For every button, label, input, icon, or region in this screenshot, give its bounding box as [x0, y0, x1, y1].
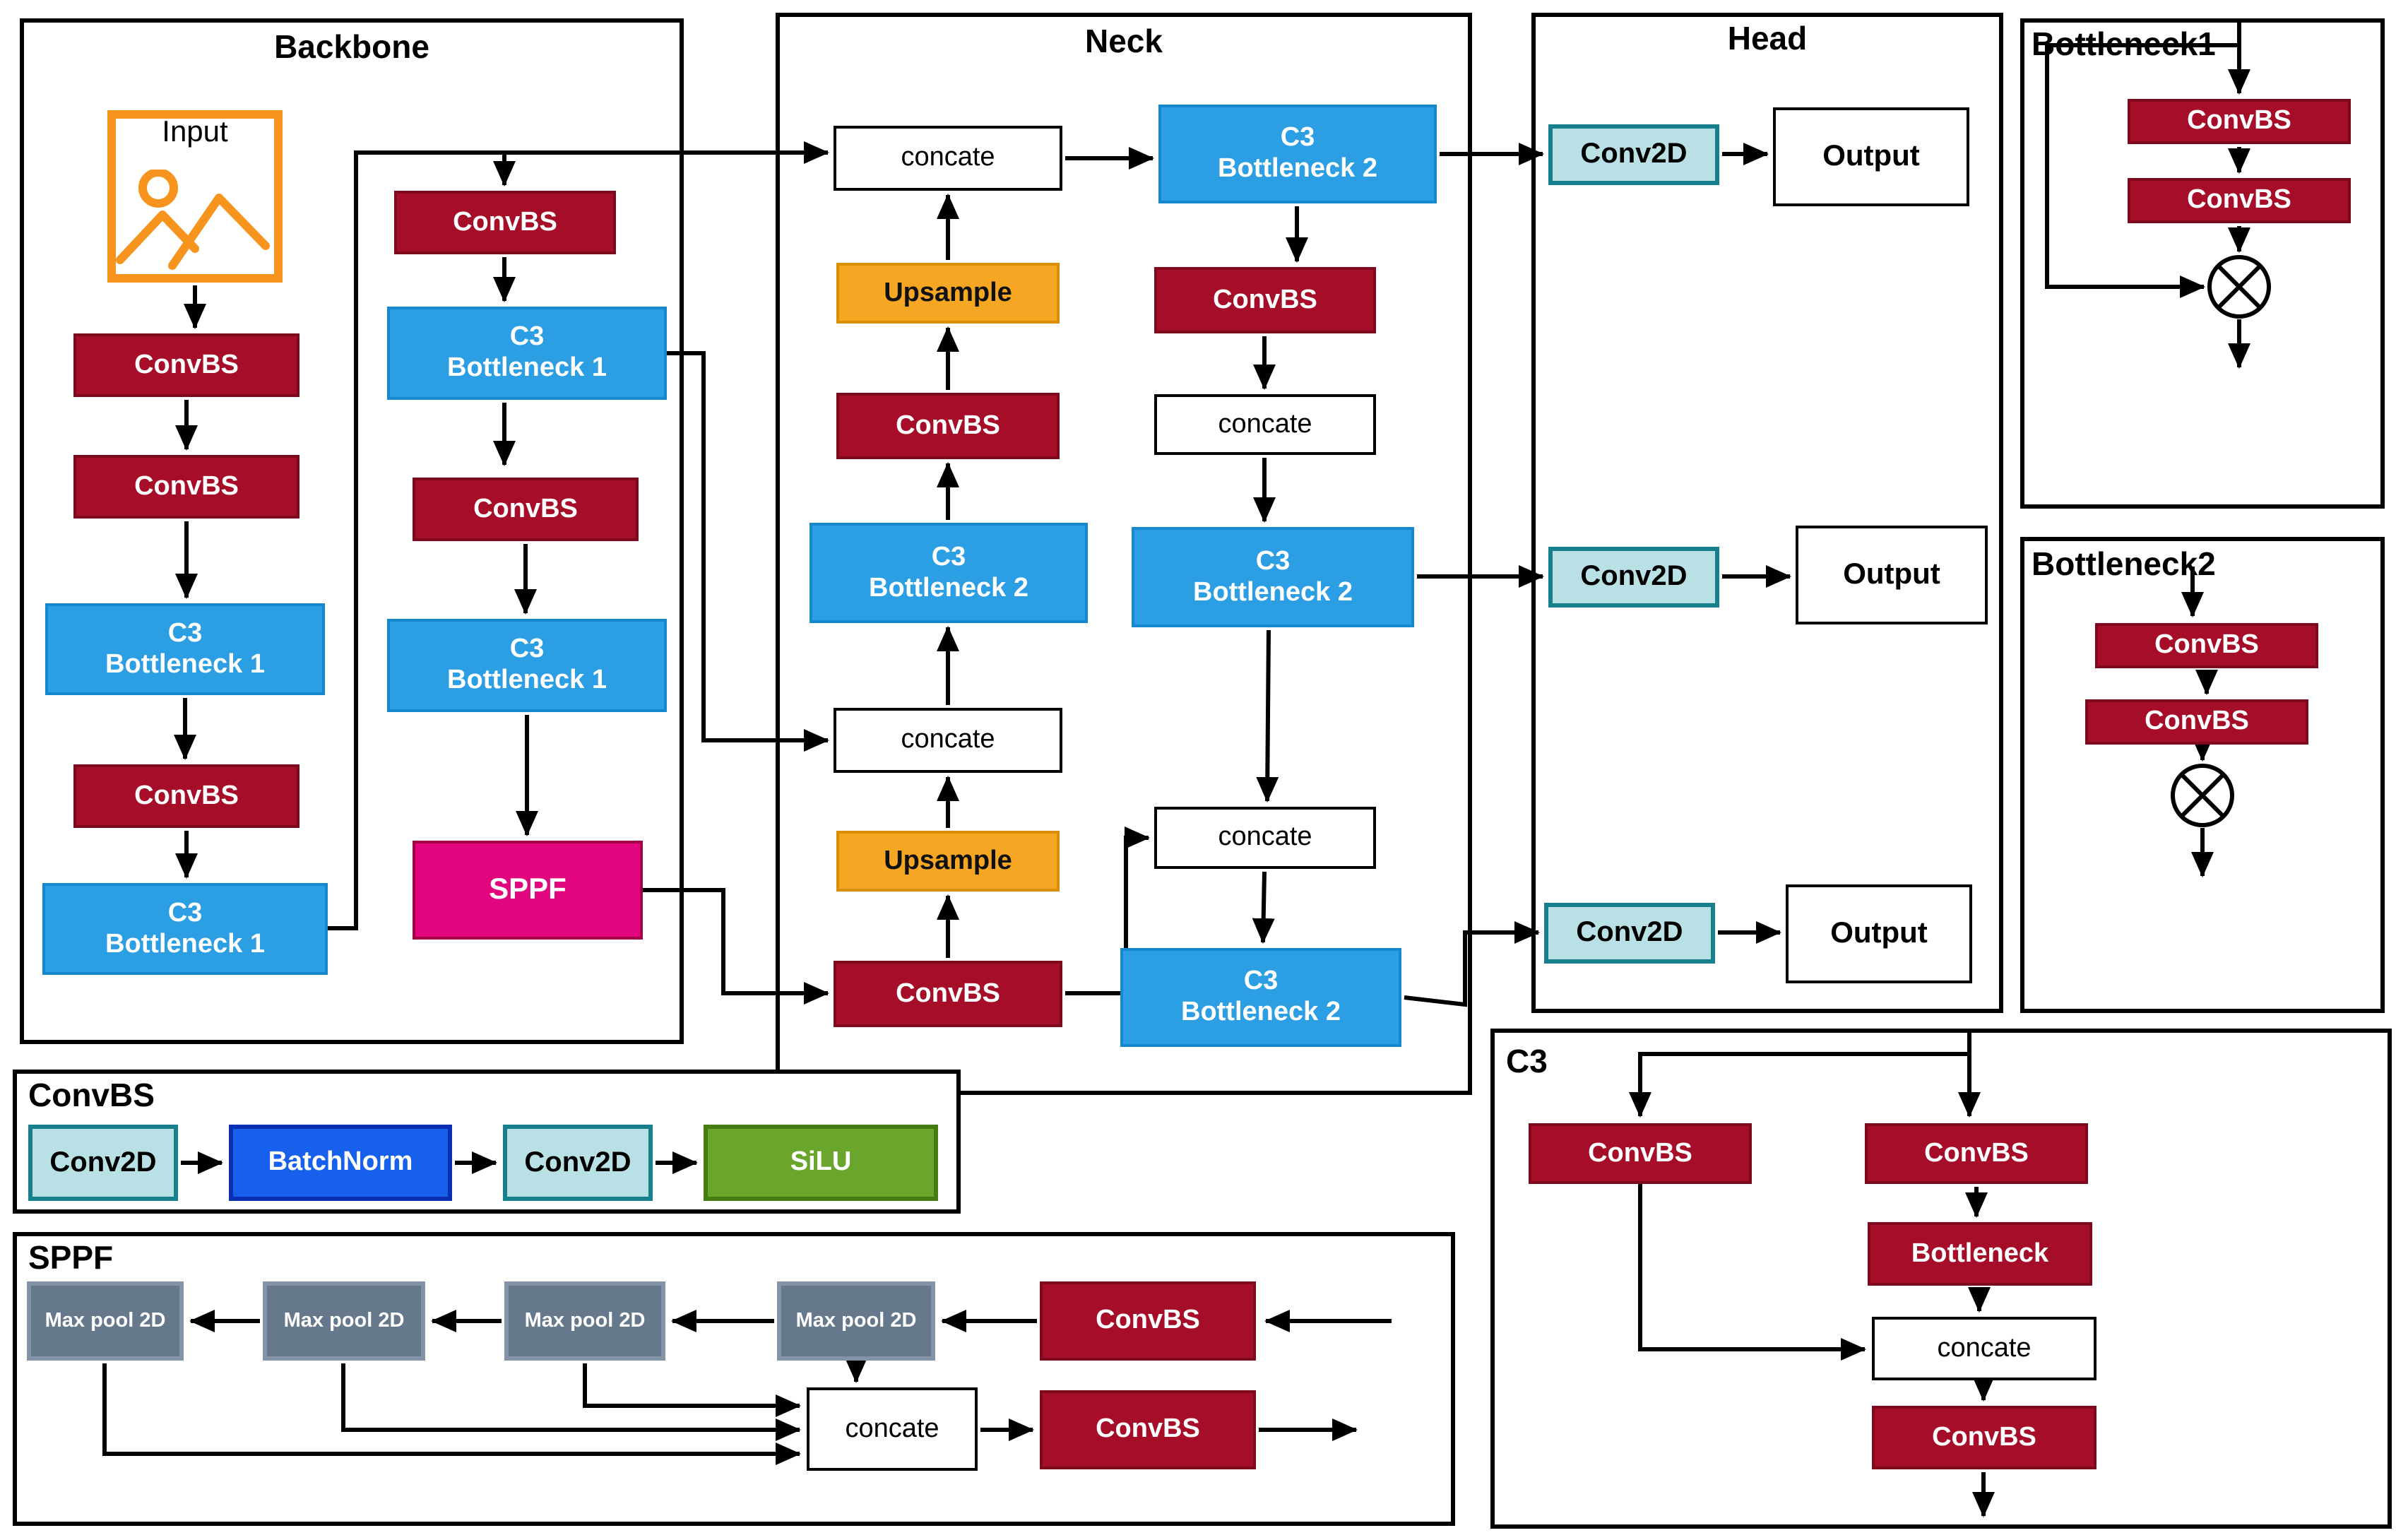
legend-conv2d-1: Conv2D — [28, 1125, 178, 1201]
backbone-c3-bottleneck1-1: C3 Bottleneck 1 — [45, 603, 325, 695]
backbone-title: Backbone — [274, 28, 429, 65]
label-line: C3 — [167, 618, 203, 648]
head-output-top: Output — [1773, 107, 1969, 206]
bottleneck1-convbs-2: ConvBS — [2128, 178, 2351, 223]
neck-concate-bottomright: concate — [1154, 807, 1376, 869]
head-output-middle: Output — [1796, 526, 1988, 624]
bottleneck2-convbs-2: ConvBS — [2085, 699, 2308, 745]
label-line: Bottleneck 1 — [447, 353, 607, 383]
neck-title: Neck — [1085, 23, 1163, 59]
head-title: Head — [1727, 20, 1808, 57]
neck-concate-right: concate — [1154, 394, 1376, 455]
sppf-maxpool-3: Max pool 2D — [504, 1281, 665, 1361]
backbone-convbs-2: ConvBS — [73, 455, 300, 519]
bottleneck2-title: Bottleneck2 — [2032, 545, 2216, 582]
backbone-convbs-5: ConvBS — [413, 478, 639, 541]
backbone-convbs-3: ConvBS — [73, 764, 300, 828]
bottleneck1-title: Bottleneck1 — [2032, 25, 2216, 62]
legend-batchnorm: BatchNorm — [229, 1125, 452, 1201]
neck-c3-bottleneck2-left: C3 Bottleneck 2 — [809, 523, 1088, 623]
c3-convbs-bottom: ConvBS — [1872, 1406, 2096, 1469]
label-line: C3 — [509, 634, 545, 665]
bottleneck2-convbs-1: ConvBS — [2095, 623, 2318, 668]
bottleneck2-panel — [2020, 537, 2385, 1013]
sppf-legend-panel — [13, 1232, 1455, 1526]
neck-upsample-bottom: Upsample — [836, 831, 1060, 892]
image-icon — [116, 170, 270, 270]
backbone-c3-bottleneck1-3: C3 Bottleneck 1 — [387, 307, 667, 400]
sppf-convbs-top: ConvBS — [1040, 1281, 1256, 1361]
neck-c3-bottleneck2-bottomright: C3 Bottleneck 2 — [1120, 948, 1401, 1047]
neck-convbs-top: ConvBS — [836, 393, 1060, 459]
head-output-bottom: Output — [1786, 884, 1972, 983]
neck-convbs-right: ConvBS — [1154, 267, 1376, 333]
sppf-convbs-bottom: ConvBS — [1040, 1390, 1256, 1469]
sppf-maxpool-4: Max pool 2D — [777, 1281, 935, 1361]
input-image: Input — [107, 110, 283, 283]
c3-convbs-left: ConvBS — [1529, 1123, 1752, 1184]
label-line: C3 — [1255, 546, 1291, 576]
c3-bottleneck: Bottleneck — [1868, 1222, 2092, 1286]
label-line: Bottleneck 2 — [869, 573, 1028, 603]
label-line: Bottleneck 2 — [1218, 154, 1377, 184]
label-line: C3 — [1280, 123, 1315, 153]
input-label: Input — [162, 116, 228, 148]
label-line: Bottleneck 1 — [105, 929, 265, 959]
backbone-convbs-1: ConvBS — [73, 333, 300, 397]
label-line: Bottleneck 2 — [1193, 577, 1353, 607]
head-conv2d-top: Conv2D — [1548, 124, 1719, 185]
sppf-maxpool-2: Max pool 2D — [263, 1281, 425, 1361]
sppf-maxpool-1: Max pool 2D — [27, 1281, 184, 1361]
bottleneck1-panel — [2020, 18, 2385, 509]
c3-concate: concate — [1872, 1317, 2096, 1380]
c3-convbs-right: ConvBS — [1865, 1123, 2088, 1184]
c3-panel-title: C3 — [1506, 1043, 1548, 1079]
label-line: Bottleneck 1 — [105, 649, 265, 679]
backbone-c3-bottleneck1-4: C3 Bottleneck 1 — [387, 619, 667, 712]
backbone-sppf: SPPF — [413, 841, 643, 940]
label-line: C3 — [1243, 966, 1279, 997]
sppf-legend-title: SPPF — [28, 1239, 114, 1276]
label-line: Bottleneck 1 — [447, 665, 607, 695]
convbs-legend-title: ConvBS — [28, 1077, 155, 1113]
backbone-convbs-4: ConvBS — [394, 191, 616, 254]
label-line: C3 — [931, 542, 966, 572]
neck-concate-top: concate — [834, 126, 1062, 191]
neck-c3-bottleneck2-topright: C3 Bottleneck 2 — [1158, 105, 1437, 203]
head-conv2d-bottom: Conv2D — [1544, 903, 1715, 964]
label-line: C3 — [167, 898, 203, 928]
neck-c3-bottleneck2-midright: C3 Bottleneck 2 — [1132, 527, 1414, 627]
bottleneck1-convbs-1: ConvBS — [2128, 99, 2351, 144]
neck-upsample-top: Upsample — [836, 263, 1060, 324]
neck-concate-middle: concate — [834, 708, 1062, 773]
sppf-concate: concate — [807, 1387, 978, 1471]
neck-convbs-bottom: ConvBS — [834, 961, 1062, 1027]
backbone-c3-bottleneck1-2: C3 Bottleneck 1 — [42, 883, 328, 975]
legend-conv2d-2: Conv2D — [503, 1125, 653, 1201]
label-line: C3 — [509, 322, 545, 353]
label-line: Bottleneck 2 — [1181, 997, 1341, 1027]
head-conv2d-middle: Conv2D — [1548, 547, 1719, 608]
legend-silu: SiLU — [704, 1125, 938, 1201]
